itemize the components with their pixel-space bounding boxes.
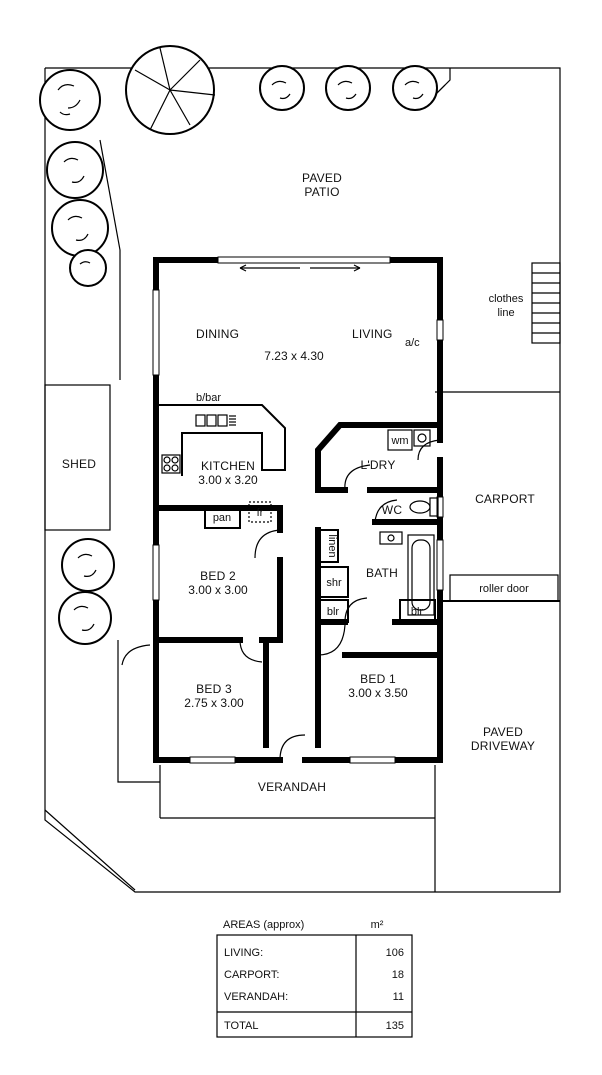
clothes-line-label: clothes	[489, 293, 524, 305]
bed2-dims: 3.00 x 3.00	[188, 583, 248, 597]
laundry-label: L'DRY	[360, 458, 395, 472]
ac-label: a/c	[405, 337, 420, 349]
tree	[392, 65, 438, 111]
bed3-label: BED 3	[196, 682, 232, 696]
wc-label: WC	[382, 503, 403, 517]
doors	[121, 439, 441, 761]
tree	[58, 591, 112, 645]
room-labels: PAVED PATIO DINING LIVING 7.23 x 4.30 a/…	[62, 171, 535, 794]
clothes-line	[531, 262, 561, 344]
tree	[259, 65, 305, 111]
tree	[51, 199, 109, 257]
driveway-label: PAVED	[483, 725, 523, 739]
site-boundary	[44, 67, 561, 893]
areas-row-value: 18	[392, 969, 404, 981]
areas-row-label: LIVING:	[224, 947, 263, 959]
kitchen-dims: 3.00 x 3.20	[198, 473, 258, 487]
living-dims: 7.23 x 4.30	[264, 349, 324, 363]
areas-row-label: CARPORT:	[224, 969, 279, 981]
areas-total-value: 135	[386, 1020, 404, 1032]
kitchen-label: KITCHEN	[201, 459, 255, 473]
roller-door-label: roller door	[479, 583, 529, 595]
shed	[44, 384, 111, 531]
patio-label: PATIO	[304, 185, 339, 199]
linen-label: linen	[326, 534, 338, 557]
areas-unit: m²	[371, 919, 384, 931]
clothes-line-label: line	[497, 307, 514, 319]
trees	[39, 45, 438, 645]
bed3-dims: 2.75 x 3.00	[184, 696, 244, 710]
tree	[39, 69, 101, 131]
blr-label: blr	[327, 606, 340, 618]
carport-label: CARPORT	[475, 492, 535, 506]
areas-row-value: 106	[386, 947, 404, 959]
areas-table: AREAS (approx) m² LIVING: 106 CARPORT: 1…	[216, 919, 413, 1038]
pan-label: pan	[213, 512, 231, 524]
fr-label: fr	[257, 507, 264, 519]
tree	[61, 538, 115, 592]
shr-label: shr	[326, 577, 342, 589]
patio-label: PAVED	[302, 171, 342, 185]
living-label: LIVING	[352, 327, 393, 341]
driveway-label: DRIVEWAY	[471, 739, 535, 753]
areas-title: AREAS (approx)	[223, 919, 304, 931]
bath-label: BATH	[366, 566, 398, 580]
kitchen-bench	[159, 404, 286, 529]
verandah-label: VERANDAH	[258, 780, 326, 794]
wet-area-fixtures	[319, 429, 439, 623]
shed-label: SHED	[62, 457, 96, 471]
tree	[46, 141, 104, 199]
tree	[69, 249, 107, 287]
areas-row-value: 11	[393, 991, 404, 1003]
windows	[152, 256, 444, 764]
bed1-label: BED 1	[360, 672, 396, 686]
bbar-label: b/bar	[196, 392, 221, 404]
tree	[325, 65, 371, 111]
dining-label: DINING	[196, 327, 239, 341]
blr-label: blr	[411, 606, 424, 618]
bed2-label: BED 2	[200, 569, 236, 583]
areas-total-label: TOTAL	[224, 1020, 258, 1032]
wm-label: wm	[390, 435, 408, 447]
bed1-dims: 3.00 x 3.50	[348, 686, 408, 700]
areas-row-label: VERANDAH:	[224, 991, 288, 1003]
